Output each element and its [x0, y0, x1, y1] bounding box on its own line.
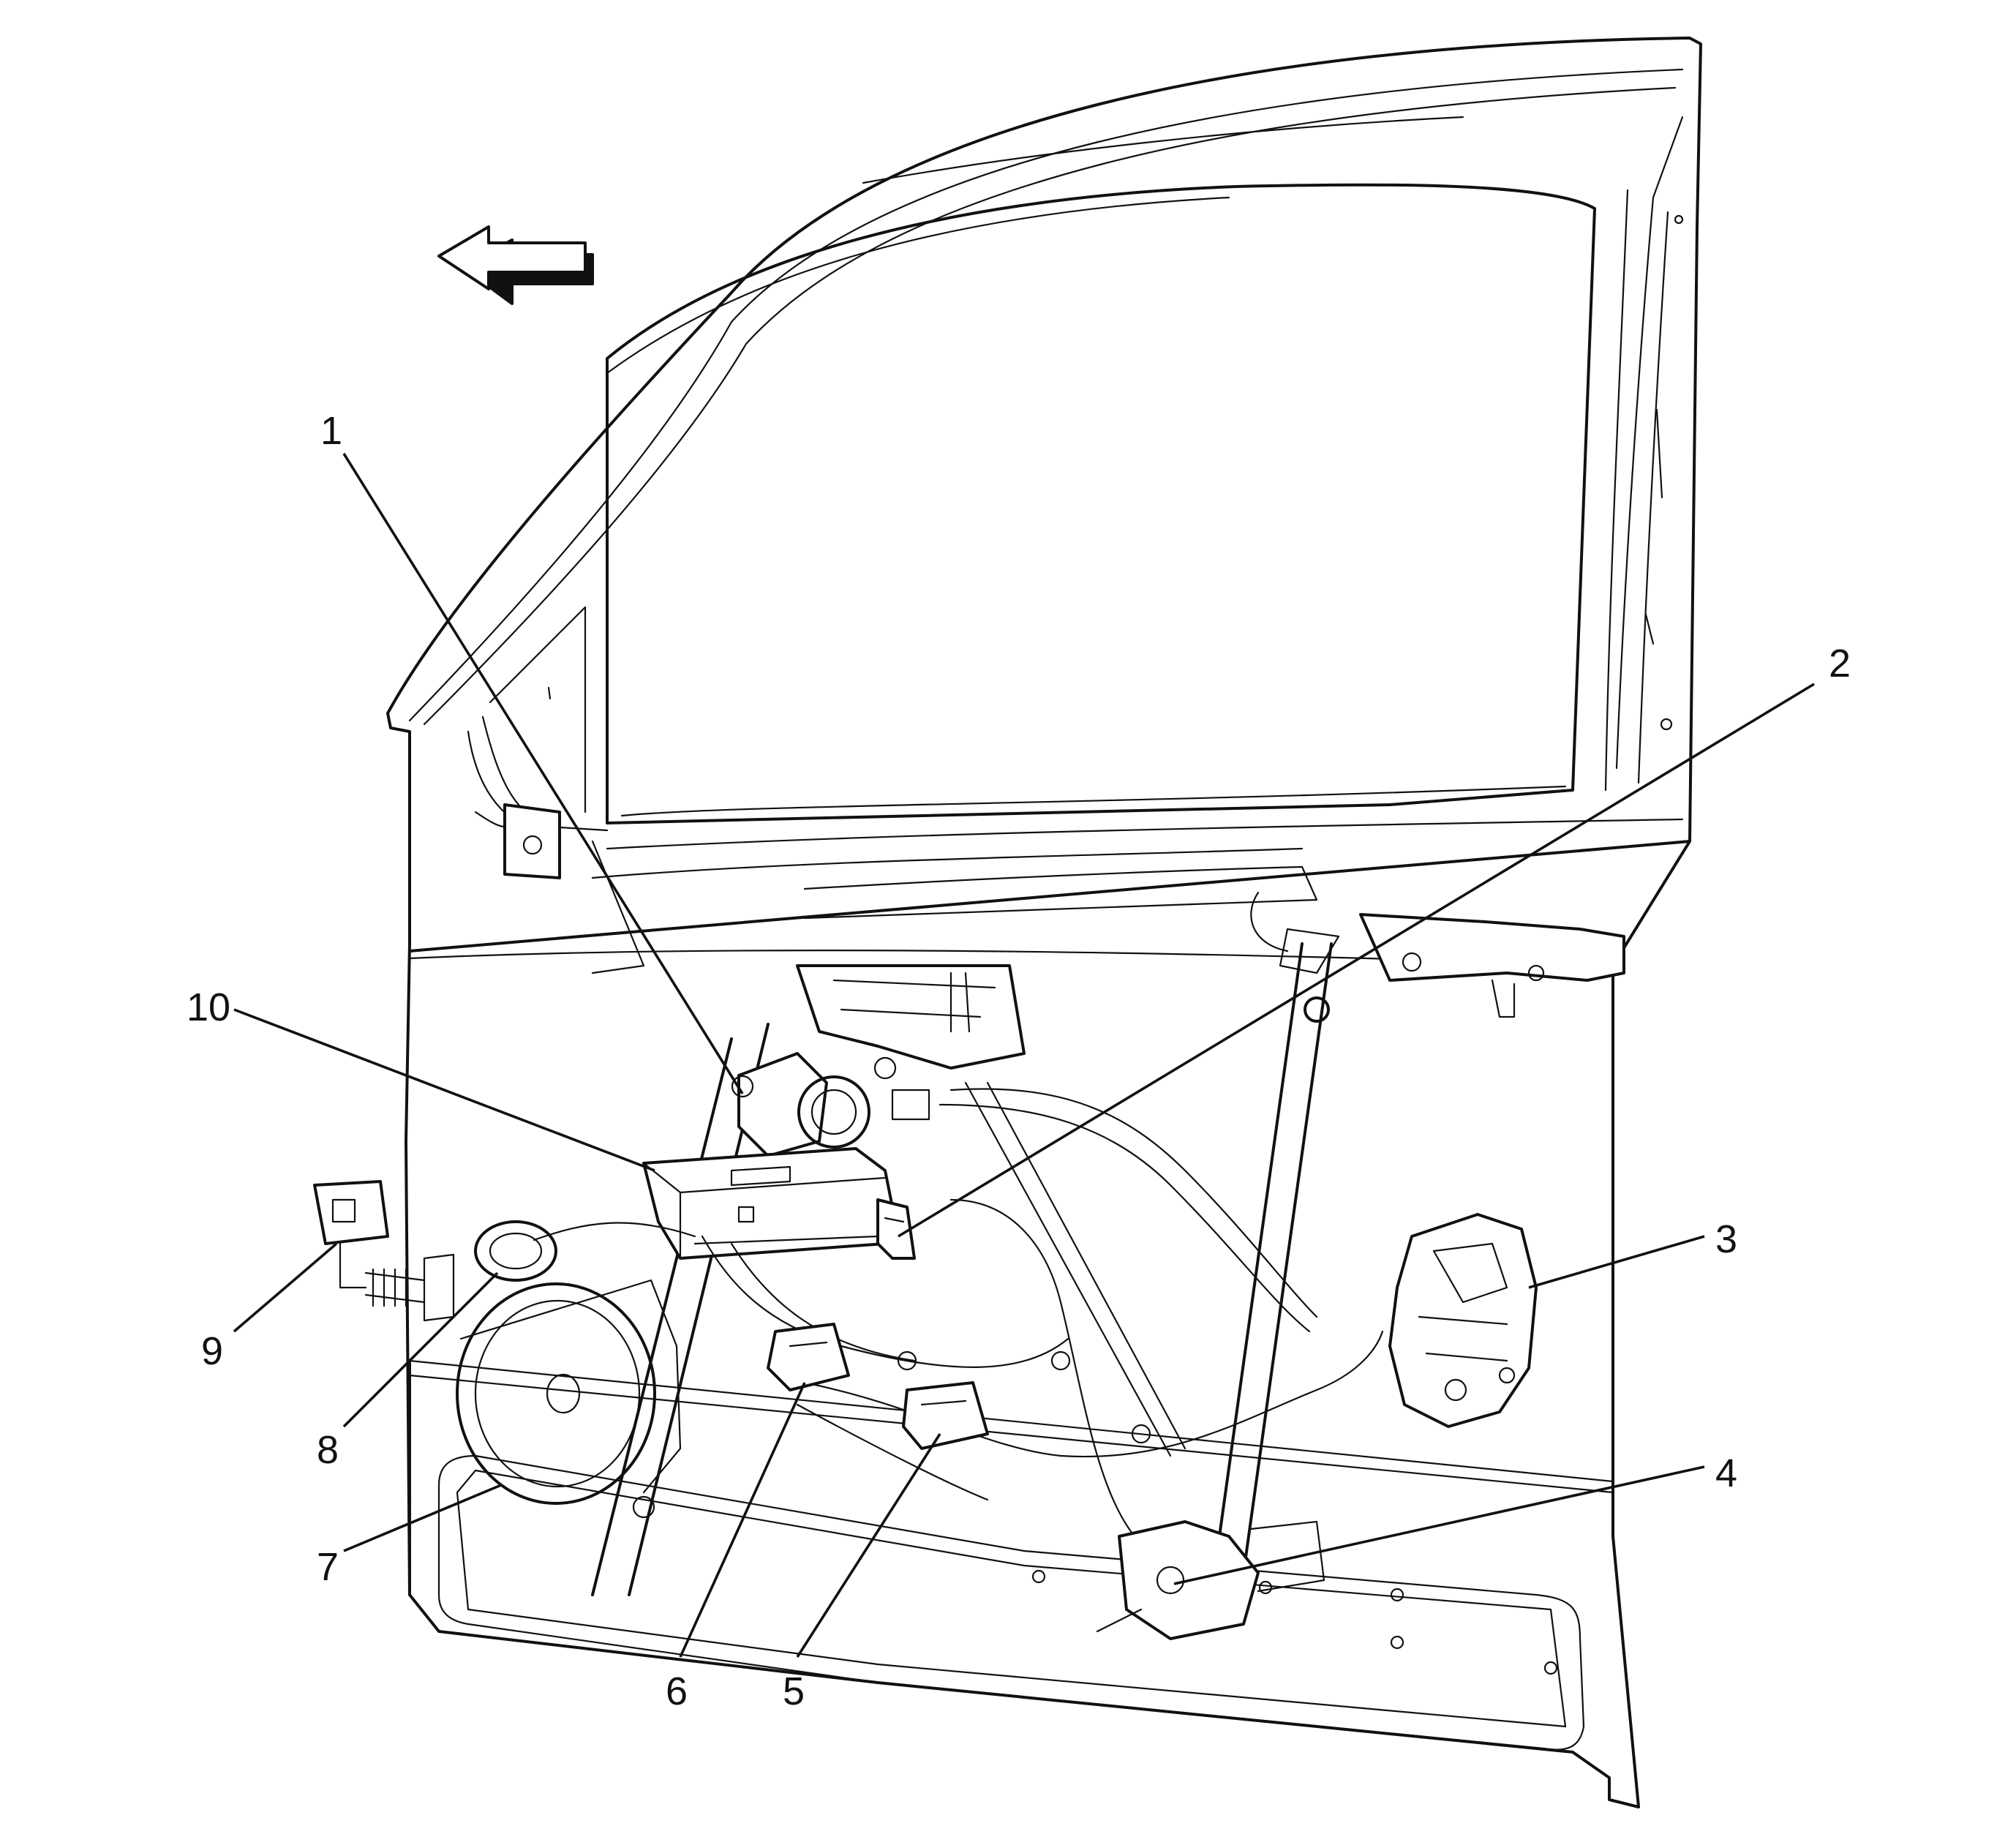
door-check-strap: [313, 1180, 455, 1322]
regulator-lower-bracket: [1096, 1520, 1325, 1640]
wiring-grommet: [474, 1220, 696, 1282]
callout-1: 1: [320, 409, 342, 453]
wiring-harness: [701, 1088, 1384, 1545]
callout-10: 10: [187, 985, 230, 1029]
outside-handle: [1359, 913, 1625, 1018]
callout-3: 3: [1715, 1217, 1737, 1261]
lower-sensor-module: [902, 1381, 989, 1450]
callout-4: 4: [1715, 1451, 1737, 1495]
leader-line-3: [1528, 1235, 1705, 1289]
callout-9: 9: [201, 1329, 223, 1373]
callouts: 1 2 3 4 5 6 7 8 9 10: [187, 409, 1851, 1713]
harness-connector: [876, 1198, 916, 1260]
door-control-module: [642, 1147, 894, 1260]
door-latch-actuator: [1388, 1213, 1538, 1428]
window-regulator: [591, 891, 1340, 1596]
leader-line-6: [679, 1382, 806, 1658]
arrow-left-icon: [437, 225, 594, 305]
leader-line-2: [898, 683, 1815, 1238]
leader-line-7: [343, 1484, 502, 1552]
callout-2: 2: [1829, 642, 1851, 685]
leader-line-8: [342, 1271, 499, 1428]
leader-lines: [233, 453, 1815, 1658]
callout-5: 5: [783, 1669, 805, 1713]
lower-switch-module: [767, 1323, 850, 1391]
leader-line-4: [1173, 1465, 1705, 1585]
leader-line-9: [233, 1242, 338, 1333]
callout-6: 6: [666, 1669, 688, 1713]
leader-line-5: [796, 1433, 941, 1658]
window-motor: [731, 1052, 930, 1157]
speaker: [456, 1279, 682, 1519]
leader-line-10: [233, 1008, 655, 1172]
inside-handle: [796, 964, 1026, 1080]
callout-7: 7: [317, 1545, 339, 1589]
callout-8: 8: [317, 1428, 339, 1472]
leader-line-1: [342, 453, 744, 1094]
